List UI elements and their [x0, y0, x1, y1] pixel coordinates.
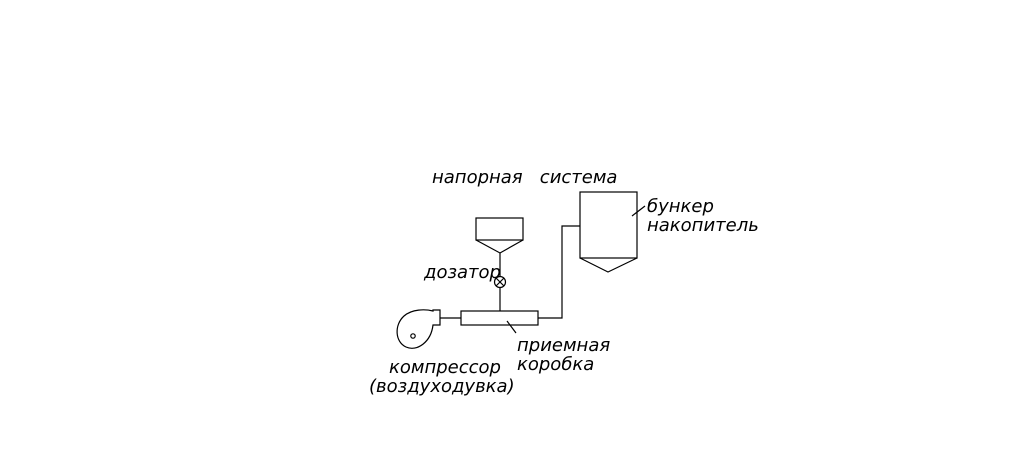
bunker-leader [631, 205, 646, 217]
bunker-label-1: бункер [647, 196, 714, 217]
compressor-icon [396, 309, 441, 349]
box-to-bunker-pipe [538, 225, 580, 319]
receiving-box-label-2: коробка [517, 354, 594, 375]
receiving-box-leader [506, 320, 517, 334]
bunker [579, 191, 638, 273]
compressor-label-1: компрессор [389, 357, 501, 378]
feed-hopper [475, 217, 524, 254]
diagram-title: напорная система [432, 167, 617, 188]
receiving-box [460, 310, 539, 326]
bunker-label-2: накопитель [647, 215, 759, 236]
doser-label: дозатор [423, 262, 501, 283]
doser-valve-icon [493, 275, 507, 289]
compressor-label-2: (воздуходувка) [369, 376, 515, 397]
receiving-box-label-1: приемная [517, 335, 610, 356]
